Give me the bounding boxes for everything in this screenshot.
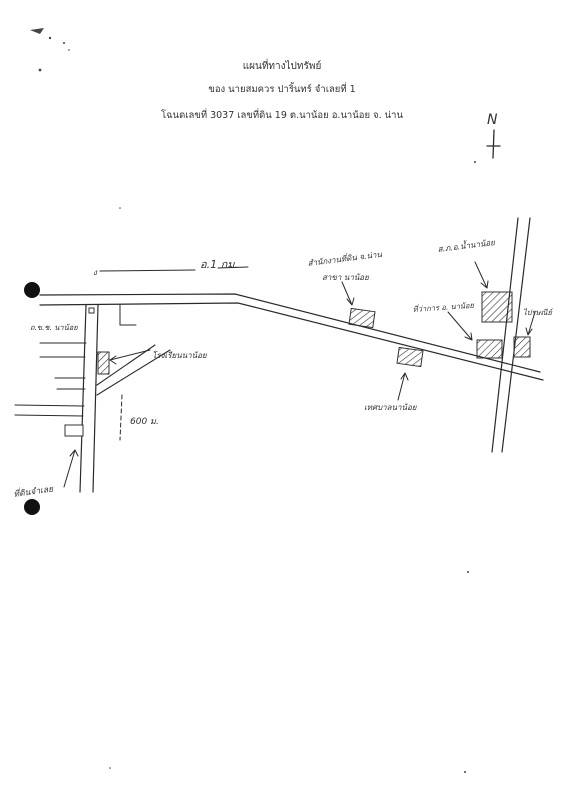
svg-text:ง: ง — [93, 268, 98, 277]
municipality-label: เทศบาลนาน้อย — [364, 403, 418, 412]
north-arrow: N — [486, 112, 501, 159]
plot-building — [64, 424, 84, 437]
post-office-building — [513, 336, 531, 358]
left-road-label: ถ.ข.ช. นาน้อย — [30, 323, 78, 332]
map-title: แผนที่ทางไปทรัพย์ — [242, 61, 322, 72]
side-streets — [14, 342, 171, 417]
distance-line-top: ง — [93, 266, 249, 277]
distance-marker — [119, 394, 123, 441]
school-label: โรงเรียนนาน้อย — [152, 350, 208, 360]
left-road — [79, 304, 99, 493]
punch-hole-bottom — [24, 499, 40, 515]
owner-line: ของ นายสมควร ปาริ้นทร์ จำเลยที่ 1 — [208, 84, 356, 95]
post-office-label: ไปรษณีย์ — [523, 308, 554, 317]
district-office-label: ที่ว่าการ อ. นาน้อย — [412, 300, 474, 314]
police-station-building — [481, 291, 513, 323]
district-office-building — [476, 339, 503, 359]
school-lane — [88, 304, 137, 326]
land-office-building — [348, 307, 376, 329]
distance-side-label: 600 ม. — [130, 417, 159, 427]
punch-hole-top — [24, 282, 40, 298]
plot-label: ที่ดินจำเลย — [13, 482, 55, 500]
scan-specks — [30, 28, 476, 773]
land-office-label-2: สาขา นาน้อย — [322, 273, 370, 282]
deed-line: โฉนดเลขที่ 3037 เลขที่ดิน 19 ต.นาน้อย อ.… — [161, 110, 403, 121]
municipality-building — [396, 346, 424, 368]
school-building — [97, 351, 110, 375]
buildings — [64, 291, 531, 437]
right-road — [491, 217, 531, 453]
north-label: N — [487, 112, 498, 128]
land-office-label-1: สำนักงานที่ดิน จ.น่าน — [307, 248, 383, 268]
main-road — [39, 293, 544, 381]
label-arrows — [63, 261, 536, 488]
police-station-label: ส.ภ.อ.น้ำนาน้อย — [437, 236, 497, 254]
distance-top-label: อ.1 กม. — [200, 258, 238, 271]
